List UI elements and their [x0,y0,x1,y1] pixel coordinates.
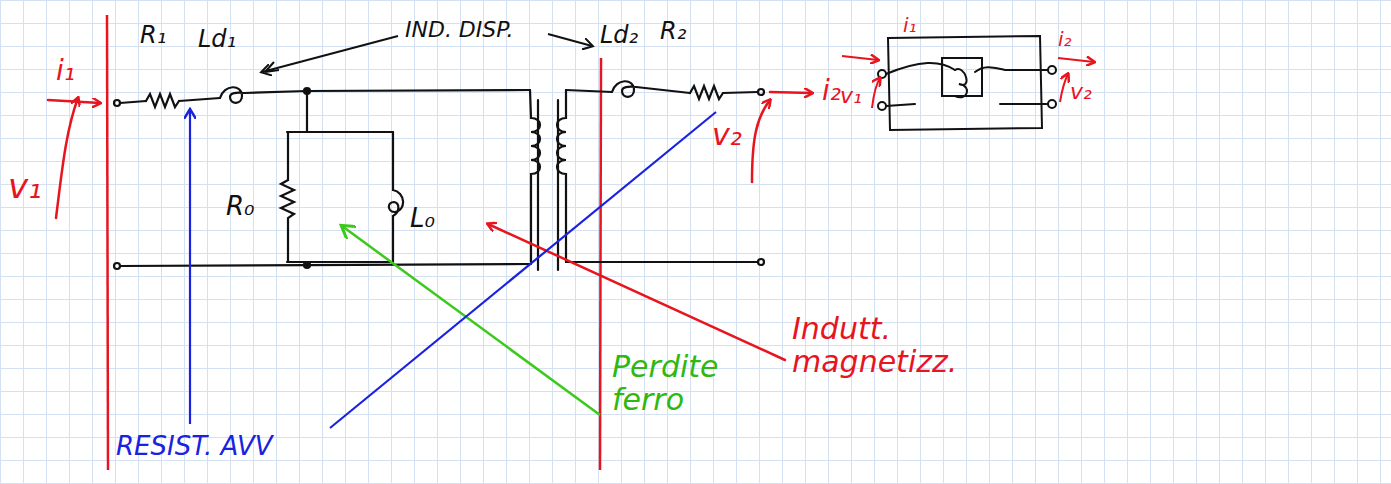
voltage-label: v₂ [1070,80,1092,104]
current-label: i₂ [1058,28,1072,50]
current-label: i₂ [822,76,841,107]
component-label: R₁ [140,22,166,48]
current-label: i₁ [56,56,75,87]
callout-note: RESIST. AVV [116,432,273,461]
component-label: L₀ [410,204,435,233]
voltage-label: v₂ [712,118,742,151]
current-label: i₁ [903,14,917,36]
transformer-icon [878,36,1056,130]
signal-arrow [842,56,1094,108]
voltage-label: v₁ [840,84,862,108]
voltage-label: v₁ [8,168,42,205]
callout-note: Perdite ferro [612,350,742,416]
component-label: R₀ [226,192,255,221]
signal-arrow [48,92,812,360]
component-label: Ld₁ [198,26,236,52]
circuit-wires [114,81,764,270]
callout-note: Indutt. magnetizz. [792,312,1012,378]
component-label: Ld₂ [600,22,638,48]
note-label: IND. DISP. [405,18,514,42]
component-label: R₂ [660,18,686,44]
